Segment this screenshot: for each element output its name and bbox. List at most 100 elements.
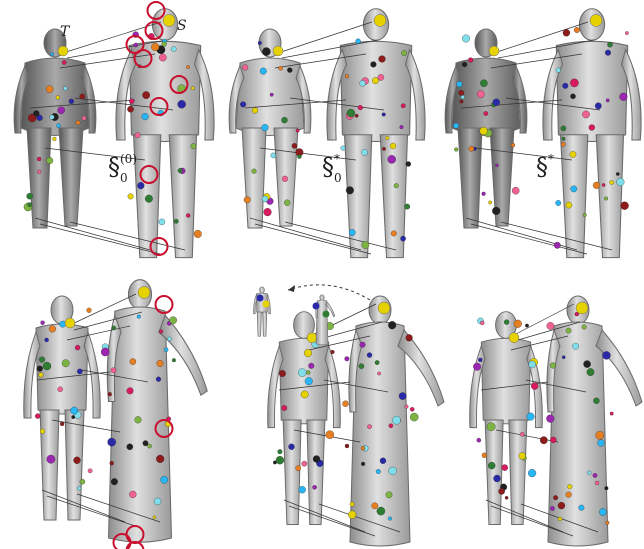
feature-point [108,392,112,396]
feature-point [307,333,317,343]
feature-point [361,446,365,450]
feature-point [59,321,65,327]
feature-point [62,60,66,64]
feature-point [162,42,167,47]
feature-point [605,50,611,56]
feature-point [313,485,317,489]
correspondence-line [250,218,361,250]
label-target: T [60,24,71,40]
feature-point [313,456,320,463]
feature-point [167,337,171,341]
feature-point [401,104,405,108]
feature-point [163,15,175,27]
feature-point [252,169,257,174]
inset-source-body [316,295,335,345]
feature-point [28,203,32,207]
feature-point [331,350,335,354]
feature-point [355,114,358,117]
feature-point [263,301,270,308]
feature-point [273,461,276,464]
feature-point [473,363,481,371]
feature-point [156,455,164,463]
feature-point [169,317,176,324]
feature-point [346,187,354,195]
panel-bottom-right [470,296,642,546]
feature-point [371,62,377,68]
feature-point [550,506,554,510]
feature-point [77,369,82,374]
feature-point [566,328,571,333]
feature-point [358,105,363,110]
feature-point [561,126,566,131]
feature-point [278,449,283,454]
feature-point [154,498,161,505]
feature-point [359,364,364,369]
feature-point [391,231,397,237]
feature-point [583,213,587,217]
feature-point [605,486,609,490]
feature-point [135,133,140,138]
feature-point [289,444,295,450]
feature-point [459,90,464,95]
feature-point [568,484,573,489]
feature-point [191,87,194,90]
feature-point [240,102,246,108]
feature-point [378,74,384,80]
feature-point [58,107,65,114]
feature-point [151,43,159,51]
feature-point [127,444,133,450]
feature-point [492,207,500,215]
feature-point [514,320,522,328]
feature-point [589,125,595,131]
feature-point [386,136,390,140]
label-map-symbol: § [322,153,334,181]
feature-point [553,495,558,500]
feature-point [528,469,536,477]
feature-point [621,202,629,210]
feature-point [129,99,134,104]
feature-point [33,111,39,117]
feature-point [37,170,41,174]
panel-labels: §0* [322,152,342,185]
feature-point [362,241,369,248]
feature-point [477,438,481,442]
inset-arrow [288,285,370,300]
feature-point [367,425,371,429]
panel-top-left: TS§0(0) [14,2,214,258]
feature-point [587,471,591,475]
feature-point [570,151,576,157]
feature-point [392,416,400,424]
feature-point [520,432,524,436]
label-map-subscript: 0 [334,171,342,185]
feature-point [194,230,202,238]
correspondence-line [496,430,558,442]
feature-point [279,370,286,377]
feature-point [554,242,560,248]
feature-point [171,46,176,51]
feature-point [137,315,141,319]
feature-point [584,361,591,368]
feature-point [505,496,508,499]
feature-point [399,393,406,400]
feature-point [460,100,464,104]
feature-point [525,324,528,327]
feature-point [143,441,148,446]
feature-point [453,123,459,129]
feature-point [50,115,55,120]
feature-point [305,377,313,385]
feature-point [45,338,49,342]
feature-point [367,353,372,358]
feature-point [561,142,565,146]
feature-point [360,80,366,86]
feature-point [156,377,161,382]
inset-arrow-head [288,285,295,292]
feature-point [480,80,487,87]
feature-point [389,424,393,428]
feature-point [75,345,80,350]
feature-point [620,93,628,101]
feature-point [462,35,470,43]
feature-point [487,423,495,431]
feature-point [494,475,501,482]
feature-point [562,137,565,140]
feature-point [142,113,149,120]
